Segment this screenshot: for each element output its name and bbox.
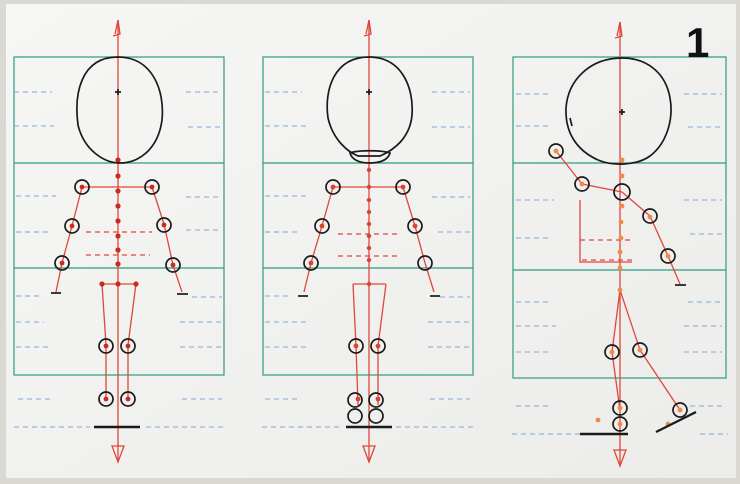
joint-dots — [308, 167, 418, 402]
guide-dashes — [262, 91, 474, 428]
figure-outlines — [548, 57, 697, 436]
construction-lines — [555, 21, 681, 468]
guide-dashes — [512, 93, 728, 435]
figure-outlines — [298, 56, 440, 429]
panel-front-refined — [262, 19, 474, 464]
panel-side-walking — [512, 21, 728, 468]
joint-dots — [59, 157, 176, 402]
guide-dashes — [14, 91, 224, 428]
figure-outlines — [51, 56, 188, 429]
panel-front-construction — [13, 19, 225, 464]
joint-dots — [553, 148, 683, 427]
page-number-label: 1 — [686, 19, 710, 66]
